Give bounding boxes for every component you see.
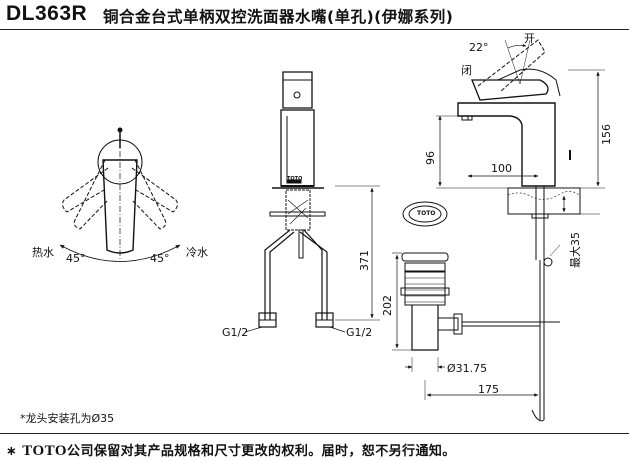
front-hose-left: [264, 229, 291, 320]
footer-brand: TOTO: [22, 443, 68, 459]
side-spout: [457, 102, 556, 187]
side-view: [436, 39, 605, 422]
thread-left-label: G1/2: [222, 326, 249, 339]
cold-water-label: 冷水: [186, 246, 208, 259]
angle-right-label: 45°: [150, 252, 170, 265]
dim-175: 175: [478, 383, 499, 396]
footer-text: 公司保留对其产品规格和尺寸更改的权利。届时，恕不另行通知。: [67, 444, 456, 459]
top-view: [59, 127, 181, 262]
thread-right-label: G1/2: [346, 326, 373, 339]
dim-156: 156: [600, 124, 613, 145]
front-logo: TOTO: [287, 176, 303, 182]
top-handle-hot: [73, 159, 109, 230]
front-view: [244, 71, 380, 333]
header: DL363R 铜合金台式单柄双控洗面器水嘴(单孔)(伊娜系列): [0, 0, 630, 28]
drain-view: [392, 201, 541, 400]
footer-star: ∗: [6, 444, 18, 459]
closed-label: 闭: [461, 64, 472, 77]
angle-22-label: 22°: [469, 41, 489, 54]
drain-cap-top: [402, 201, 448, 227]
angle-left-label: 45°: [66, 252, 86, 265]
dim-202: 202: [381, 295, 394, 316]
drain-threads: [404, 271, 446, 306]
top-handle-cold: [131, 159, 167, 230]
model-number: DL363R: [6, 2, 88, 25]
dim-100: 100: [491, 162, 512, 175]
rotation-arc: [59, 244, 181, 262]
install-hole-note: *龙头安装孔为Ø35: [20, 412, 115, 425]
drawing-frame: [0, 29, 629, 434]
front-body: [280, 109, 315, 187]
footer-disclaimer: ∗ TOTO公司保留对其产品规格和尺寸更改的权利。届时，恕不另行通知。: [6, 440, 456, 460]
open-label: 开: [524, 32, 535, 45]
top-handle-center: [102, 159, 138, 254]
drain-cap-logo: TOTO: [417, 210, 436, 217]
product-title: 铜合金台式单柄双控洗面器水嘴(单孔)(伊娜系列): [103, 8, 454, 26]
front-handle: [282, 71, 313, 109]
dim-371: 371: [358, 250, 371, 271]
side-handle-closed: [471, 79, 549, 101]
dim-96: 96: [424, 151, 437, 165]
dim-max-35: 最大35: [569, 232, 582, 268]
drain-cap: [401, 252, 449, 262]
dim-diameter-31-75: Ø31.75: [447, 362, 488, 375]
side-handle-open: [477, 39, 546, 93]
front-hose-right: [303, 229, 323, 320]
hot-water-label: 热水: [32, 246, 54, 259]
